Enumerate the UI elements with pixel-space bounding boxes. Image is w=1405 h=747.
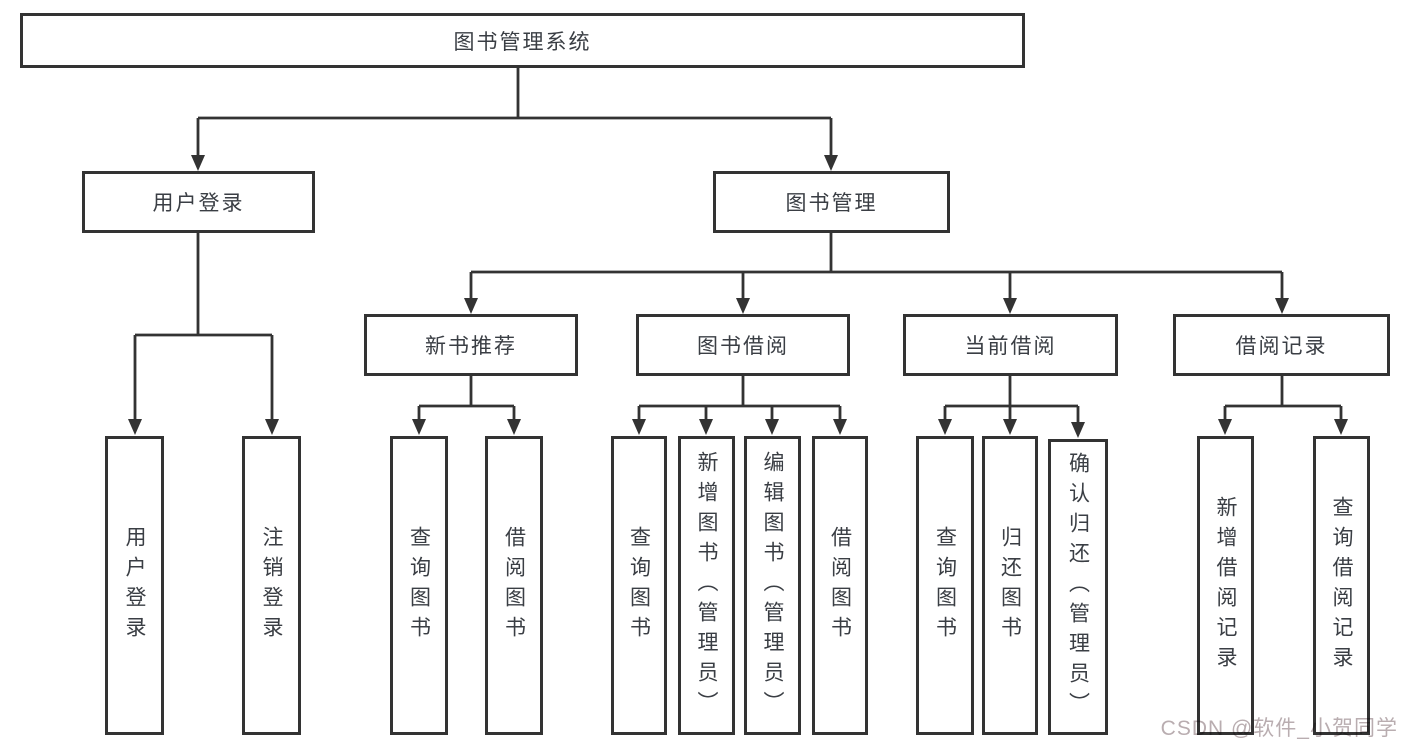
leaf-add-borrow-record: 新增借阅记录 (1197, 436, 1254, 735)
node-book-borrowing: 图书借阅 (636, 314, 850, 376)
node-current-borrowing: 当前借阅 (903, 314, 1118, 376)
node-borrowing-records: 借阅记录 (1173, 314, 1390, 376)
leaf-logout: 注销登录 (242, 436, 301, 735)
node-root: 图书管理系统 (20, 13, 1025, 68)
leaf-add-books-admin: 新增图书（管理员） (678, 436, 735, 735)
leaf-edit-books-admin: 编辑图书（管理员） (744, 436, 801, 735)
leaf-user-login: 用户登录 (105, 436, 164, 735)
leaf-borrow-books-recommend: 借阅图书 (485, 436, 543, 735)
leaf-return-books: 归还图书 (982, 436, 1038, 735)
leaf-search-books-current: 查询图书 (916, 436, 974, 735)
leaf-confirm-return-admin: 确认归还（管理员） (1048, 439, 1108, 735)
leaf-search-books-recommend: 查询图书 (390, 436, 448, 735)
leaf-search-borrow-record: 查询借阅记录 (1313, 436, 1370, 735)
node-new-book-recommendation: 新书推荐 (364, 314, 578, 376)
node-book-management: 图书管理 (713, 171, 950, 233)
node-user-login: 用户登录 (82, 171, 315, 233)
leaf-borrow-books-borrowing: 借阅图书 (812, 436, 868, 735)
leaf-search-books-borrowing: 查询图书 (611, 436, 667, 735)
